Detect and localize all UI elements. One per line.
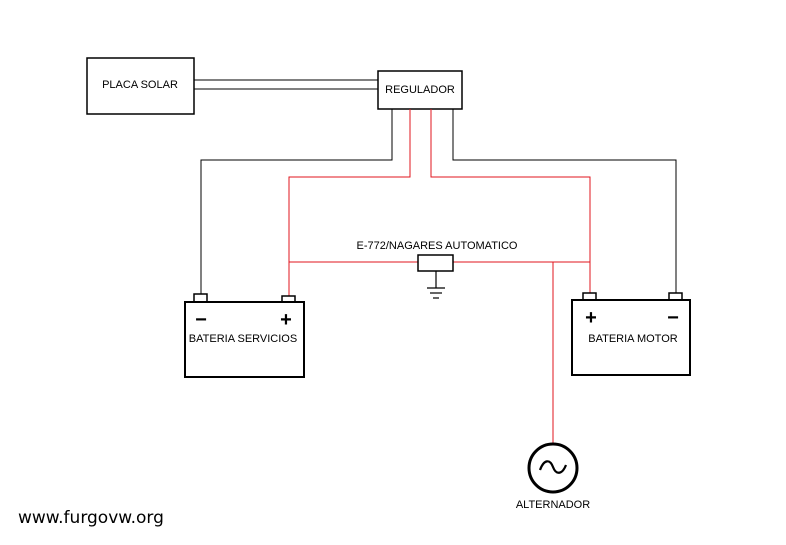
- alternator-icon: [527, 442, 579, 494]
- service-battery-label: BATERIA SERVICIOS: [189, 333, 297, 345]
- alternator-label: ALTERNADOR: [516, 499, 590, 511]
- engine-battery-body: [571, 299, 691, 376]
- service-battery-minus-sign: −: [195, 309, 207, 331]
- regulator-label: REGULADOR: [385, 84, 455, 96]
- ground-icon: [427, 271, 445, 299]
- positive-wires: [288, 109, 591, 445]
- solar-panel-label: PLACA SOLAR: [102, 79, 178, 91]
- engine-battery: + − BATERIA MOTOR: [571, 292, 691, 376]
- service-battery-body: [184, 301, 305, 378]
- service-battery: − + BATERIA SERVICIOS: [184, 293, 305, 378]
- engine-battery-label: BATERIA MOTOR: [588, 333, 677, 345]
- service-battery-plus-sign: +: [280, 309, 292, 331]
- relay-box: [417, 254, 454, 272]
- panel-to-regulator-wires: [194, 79, 378, 90]
- solar-panel-box: [86, 57, 195, 115]
- engine-battery-minus-sign: −: [667, 307, 679, 329]
- engine-battery-plus-sign: +: [585, 307, 597, 329]
- service-battery-negative-terminal: [193, 293, 208, 303]
- watermark: www.furgovw.org: [18, 508, 164, 528]
- negative-wires: [200, 109, 677, 294]
- relay-label: E-772/NAGARES AUTOMATICO: [357, 240, 518, 252]
- regulator-box: [377, 70, 463, 110]
